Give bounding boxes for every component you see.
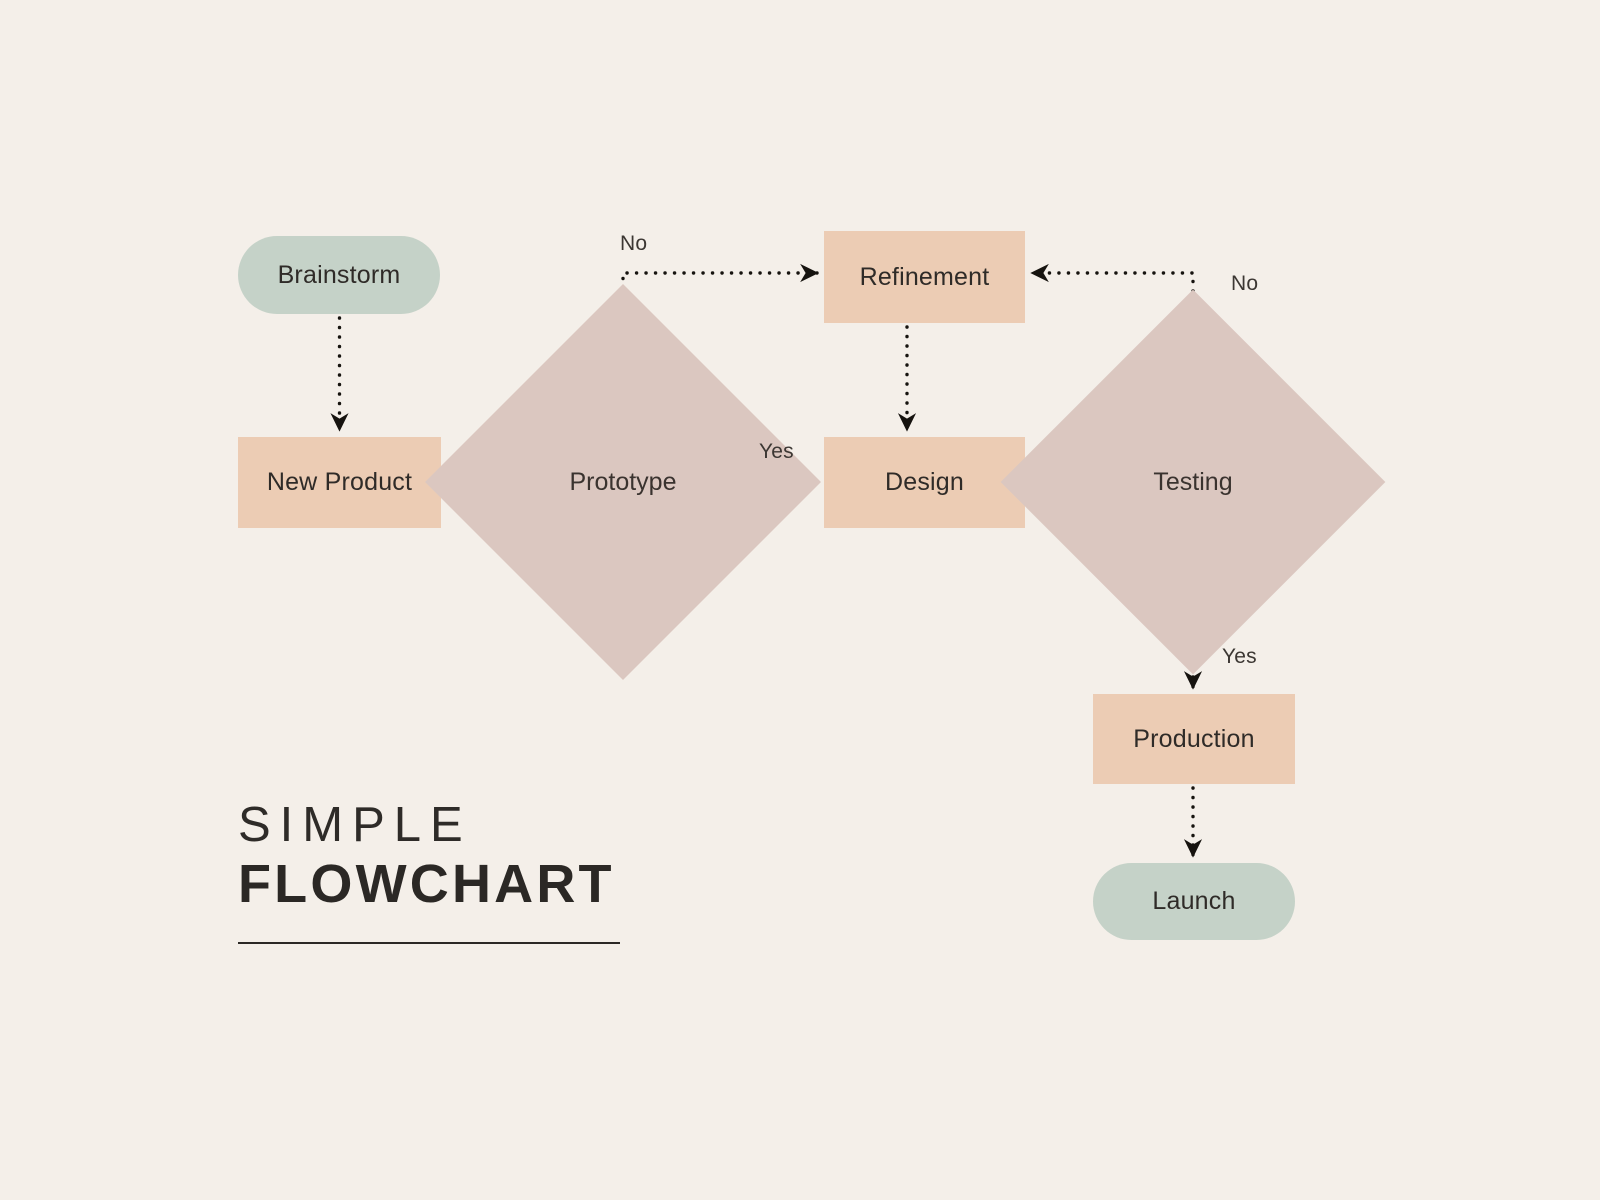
- title-block: SIMPLE FLOWCHART: [238, 798, 620, 945]
- node-launch[interactable]: Launch: [1093, 863, 1295, 940]
- node-design-label: Design: [884, 468, 965, 496]
- node-brainstorm-label: Brainstorm: [277, 260, 401, 289]
- node-production-label: Production: [1133, 724, 1255, 753]
- node-new-product-label: New Product: [266, 468, 413, 496]
- node-refinement[interactable]: Refinement: [824, 231, 1025, 323]
- title-line-flowchart: FLOWCHART: [238, 853, 615, 914]
- node-production[interactable]: Production: [1093, 694, 1295, 784]
- node-refinement-label: Refinement: [859, 262, 990, 291]
- node-new-product[interactable]: New Product: [238, 437, 441, 528]
- edge-testing-to-refinement: [1030, 263, 1195, 350]
- title-underline-rule: [238, 942, 620, 945]
- node-design[interactable]: Design: [824, 437, 1025, 528]
- title-line-simple: SIMPLE: [238, 798, 472, 852]
- edge-label-testing-no: No: [1231, 272, 1259, 295]
- edge-label-prototype-yes: Yes: [759, 440, 794, 463]
- node-brainstorm[interactable]: Brainstorm: [238, 236, 440, 314]
- edge-label-prototype-no: No: [620, 232, 648, 255]
- edge-label-testing-yes: Yes: [1222, 645, 1257, 668]
- node-launch-label: Launch: [1152, 887, 1236, 915]
